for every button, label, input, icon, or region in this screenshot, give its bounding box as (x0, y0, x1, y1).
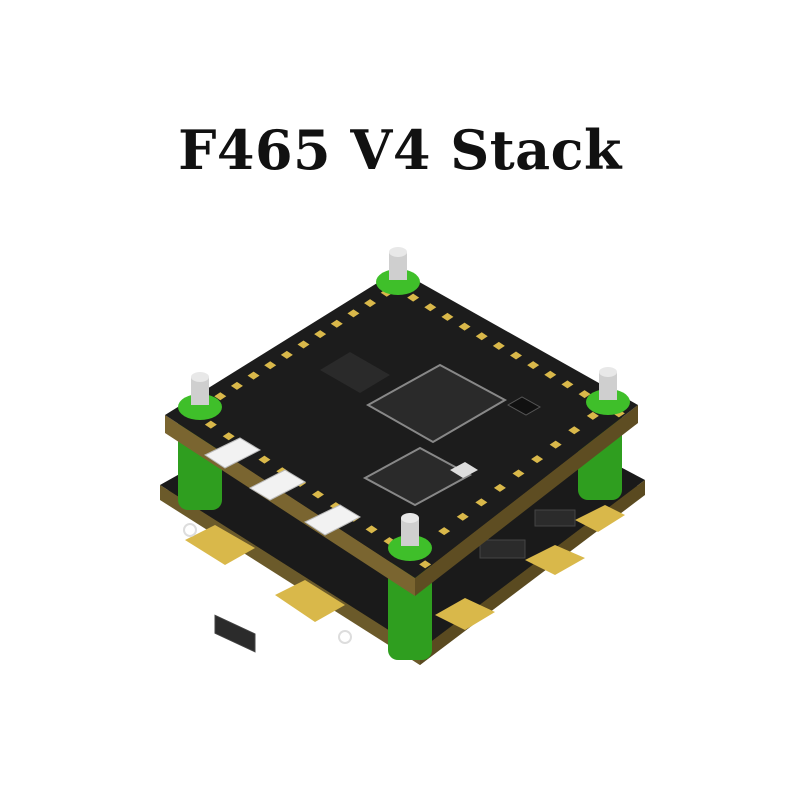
solder-pad (204, 420, 217, 429)
solder-pad (314, 330, 327, 339)
solder-pad (458, 322, 471, 331)
solder-pad (492, 341, 505, 350)
standoff-caps (178, 247, 630, 561)
solder-pad (531, 455, 544, 464)
solder-pad (475, 332, 488, 341)
solder-pad (475, 498, 488, 507)
solder-pad (544, 370, 557, 379)
solder-pad (512, 469, 525, 478)
product-title: F465 V4 Stack (178, 118, 622, 182)
solder-pad (549, 440, 562, 449)
solder-pad (280, 350, 293, 359)
solder-pad (568, 426, 581, 435)
solder-pad (222, 432, 235, 441)
baro-chip (506, 396, 542, 416)
solder-pad (441, 312, 454, 321)
solder-pad (365, 525, 378, 534)
solder-pad (424, 303, 437, 312)
solder-pad (493, 483, 506, 492)
solder-pad (527, 361, 540, 370)
solder-pad (578, 390, 591, 399)
solder-pad (419, 560, 432, 569)
plus-mark (338, 630, 352, 644)
solder-pad (312, 490, 324, 499)
connector (203, 437, 262, 469)
solder-pad (297, 340, 310, 349)
solder-pad (456, 512, 469, 521)
crystal (450, 462, 478, 478)
solder-pad (214, 392, 227, 401)
flight-controller-board (165, 270, 638, 596)
solder-pad (258, 455, 271, 464)
solder-pad (561, 380, 574, 389)
solder-pad (438, 527, 451, 536)
mcu-chip (365, 363, 508, 444)
solder-pad (510, 351, 522, 360)
solder-pad (347, 309, 360, 318)
regulator-chip (320, 352, 390, 393)
connector (248, 469, 307, 501)
solder-pad (586, 411, 599, 420)
solder-pad (247, 371, 260, 380)
solder-pad (330, 319, 343, 328)
osd-chip (362, 446, 473, 507)
solder-pad (407, 293, 420, 302)
solder-pad (264, 361, 277, 370)
solder-pad (230, 381, 243, 390)
solder-pad (364, 299, 377, 308)
connector (303, 504, 362, 536)
minus-mark (183, 523, 197, 537)
